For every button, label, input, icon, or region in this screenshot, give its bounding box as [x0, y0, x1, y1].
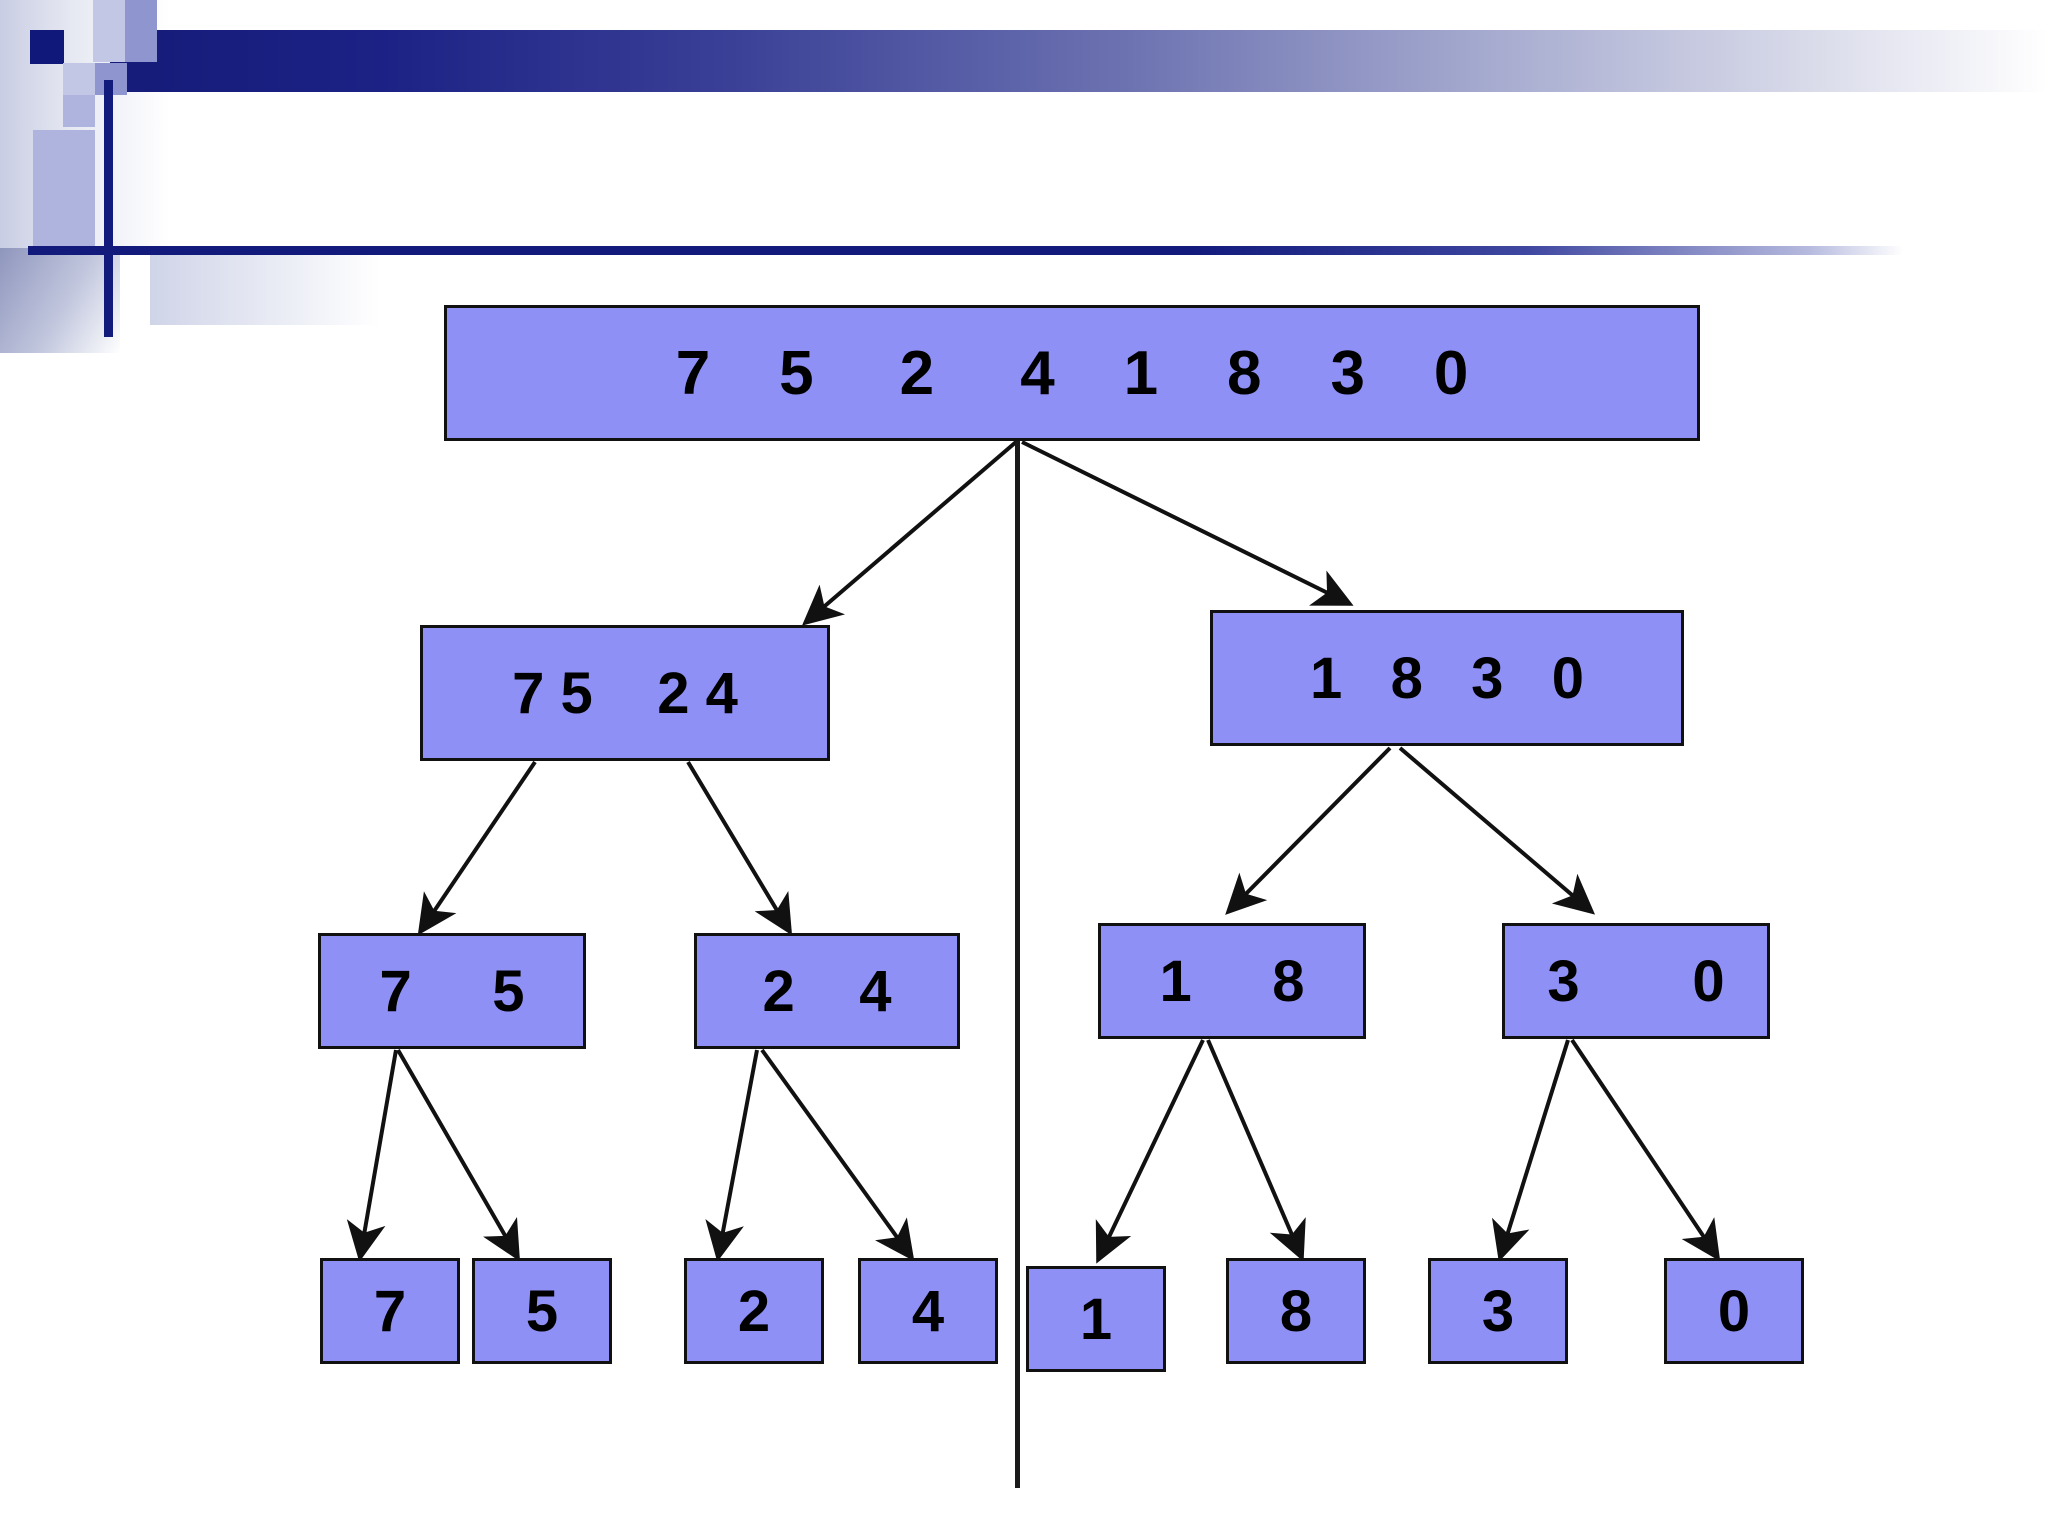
edge-r1-to-r2a [1225, 746, 1392, 915]
tree-leaf-7: 7 [320, 1258, 460, 1364]
edge-l2a-to-7 [346, 1049, 398, 1262]
decorative-square-navy [30, 30, 64, 64]
header-gradient-band [110, 30, 2048, 92]
edge-l2a-to-5 [396, 1049, 520, 1262]
tree-leaf-8: 8 [1226, 1258, 1366, 1364]
edge-r2a-to-1 [1095, 1039, 1205, 1264]
decorative-square-mid-1 [125, 0, 157, 32]
decorative-square-pale-1 [63, 95, 95, 127]
vertical-accent-rule [104, 80, 113, 337]
center-split-divider [1015, 440, 1020, 1488]
edge-root-to-left [801, 440, 1018, 626]
edge-l2b-to-4 [760, 1048, 915, 1262]
edge-r2b-to-3 [1492, 1039, 1570, 1262]
edge-r1-to-r2b [1398, 746, 1596, 915]
tree-node-left-2b: 2 4 [694, 933, 960, 1049]
edge-r2b-to-0 [1570, 1038, 1721, 1262]
decorative-square-light-2 [93, 30, 125, 62]
edge-l1-to-l2a [417, 760, 537, 936]
tree-node-right-2a: 1 8 [1098, 923, 1366, 1039]
decorative-square-light-1 [93, 0, 125, 32]
horizontal-accent-rule [28, 246, 1903, 255]
tree-node-right-2b: 3 0 [1502, 923, 1770, 1039]
tree-leaf-4: 4 [858, 1258, 998, 1364]
tree-leaf-0: 0 [1664, 1258, 1804, 1364]
edge-l1-to-l2b [686, 760, 793, 936]
decorative-square-mid-2 [125, 30, 157, 62]
decorative-wash-left-lower [0, 248, 120, 353]
decorative-bar-pale [33, 130, 95, 250]
tree-leaf-2: 2 [684, 1258, 824, 1364]
decorative-wash-under-rule [150, 255, 380, 325]
tree-node-right-1: 1 8 3 0 [1210, 610, 1684, 746]
tree-node-root: 7 5 2 4 1 8 3 0 [444, 305, 1700, 441]
tree-leaf-3: 3 [1428, 1258, 1568, 1364]
tree-leaf-5: 5 [472, 1258, 612, 1364]
edge-l2b-to-2 [705, 1049, 759, 1262]
tree-node-left-1: 7 5 2 4 [420, 625, 830, 761]
edge-root-to-right [1021, 440, 1354, 606]
tree-leaf-1: 1 [1026, 1266, 1166, 1372]
decorative-square-light-3 [63, 63, 95, 95]
tree-node-left-2a: 7 5 [318, 933, 586, 1049]
edge-r2a-to-8 [1206, 1039, 1306, 1262]
